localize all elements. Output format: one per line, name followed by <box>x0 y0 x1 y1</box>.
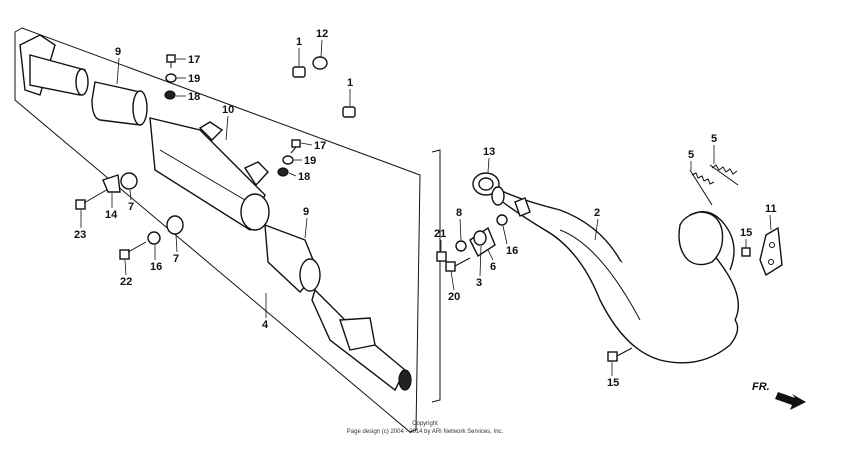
packing-lower <box>264 223 321 293</box>
nut-18-upper <box>164 90 176 100</box>
callout-7-lower: 7 <box>173 253 179 265</box>
front-direction-indicator: FR. <box>752 381 806 410</box>
callout-1-left: 1 <box>296 36 302 48</box>
bolt-22 <box>119 241 147 260</box>
bolt-15-right <box>741 247 751 257</box>
assembly-2-outline <box>431 149 441 403</box>
callout-18-lower: 18 <box>298 171 310 183</box>
expansion-chamber <box>491 186 739 364</box>
silencer-inlet-pipe <box>19 34 89 96</box>
packing-upper <box>91 81 148 126</box>
tail-pipe <box>311 288 412 392</box>
callout-5-upper: 5 <box>711 133 717 145</box>
callout-23: 23 <box>74 229 86 241</box>
muffler-body <box>149 117 270 232</box>
callout-16-right: 16 <box>506 245 518 257</box>
callout-17-upper: 17 <box>188 54 200 66</box>
bolt-17-lower <box>290 139 301 154</box>
callout-9-lower: 9 <box>303 206 309 218</box>
bolt-17-upper <box>166 54 176 68</box>
copyright-line-1: Copyright <box>412 421 438 427</box>
callout-10: 10 <box>222 104 234 116</box>
callout-5-lower: 5 <box>688 149 694 161</box>
callout-19-upper: 19 <box>188 73 200 85</box>
bolt-15-lower <box>607 347 633 362</box>
callout-13: 13 <box>483 146 495 158</box>
washer-16-left <box>147 231 161 245</box>
callout-21: 21 <box>434 228 446 240</box>
callout-8: 8 <box>456 207 462 219</box>
callout-18-upper: 18 <box>188 91 200 103</box>
callout-15-lower: 15 <box>607 377 619 389</box>
callout-3: 3 <box>476 277 482 289</box>
collar-7-upper <box>120 172 138 190</box>
callout-14: 14 <box>105 209 118 221</box>
front-arrow-icon <box>775 392 806 410</box>
spring-5-lower <box>689 169 715 206</box>
washer-19-lower <box>282 155 294 165</box>
collar-1-left <box>292 66 306 78</box>
collar-7-lower <box>166 215 184 235</box>
washer-8 <box>455 240 467 252</box>
collar-12 <box>312 56 328 70</box>
callout-11: 11 <box>765 203 777 215</box>
collar-1-right <box>342 106 356 118</box>
washer-16-right <box>496 214 508 226</box>
callout-2: 2 <box>594 207 600 219</box>
bolt-23 <box>75 187 111 210</box>
joint-rubber-13 <box>472 172 500 196</box>
assembly-4-outline <box>14 27 421 433</box>
callout-20: 20 <box>448 291 460 303</box>
spring-5-upper <box>709 164 739 186</box>
bolt-20 <box>445 257 471 272</box>
stay-3 <box>473 230 487 246</box>
copyright-line-2: Page design (c) 2004 - 2014 by ARI Netwo… <box>346 429 504 435</box>
callout-16-left: 16 <box>150 261 162 273</box>
bracket-11 <box>759 226 783 277</box>
nut-18-lower <box>277 167 289 177</box>
callout-19-lower: 19 <box>304 155 316 167</box>
callout-9-upper: 9 <box>115 46 121 58</box>
callout-1-right: 1 <box>347 77 353 89</box>
washer-19-upper <box>165 73 177 83</box>
front-direction-label: FR. <box>752 381 770 393</box>
callout-12: 12 <box>316 28 328 40</box>
callout-7-upper: 7 <box>128 201 134 213</box>
callout-15-right: 15 <box>740 227 752 239</box>
callout-4: 4 <box>262 319 269 331</box>
callout-17-lower: 17 <box>314 140 326 152</box>
callout-6: 6 <box>490 261 496 273</box>
callout-22: 22 <box>120 276 132 288</box>
bolt-21 <box>436 251 447 262</box>
bracket-14 <box>102 174 121 193</box>
